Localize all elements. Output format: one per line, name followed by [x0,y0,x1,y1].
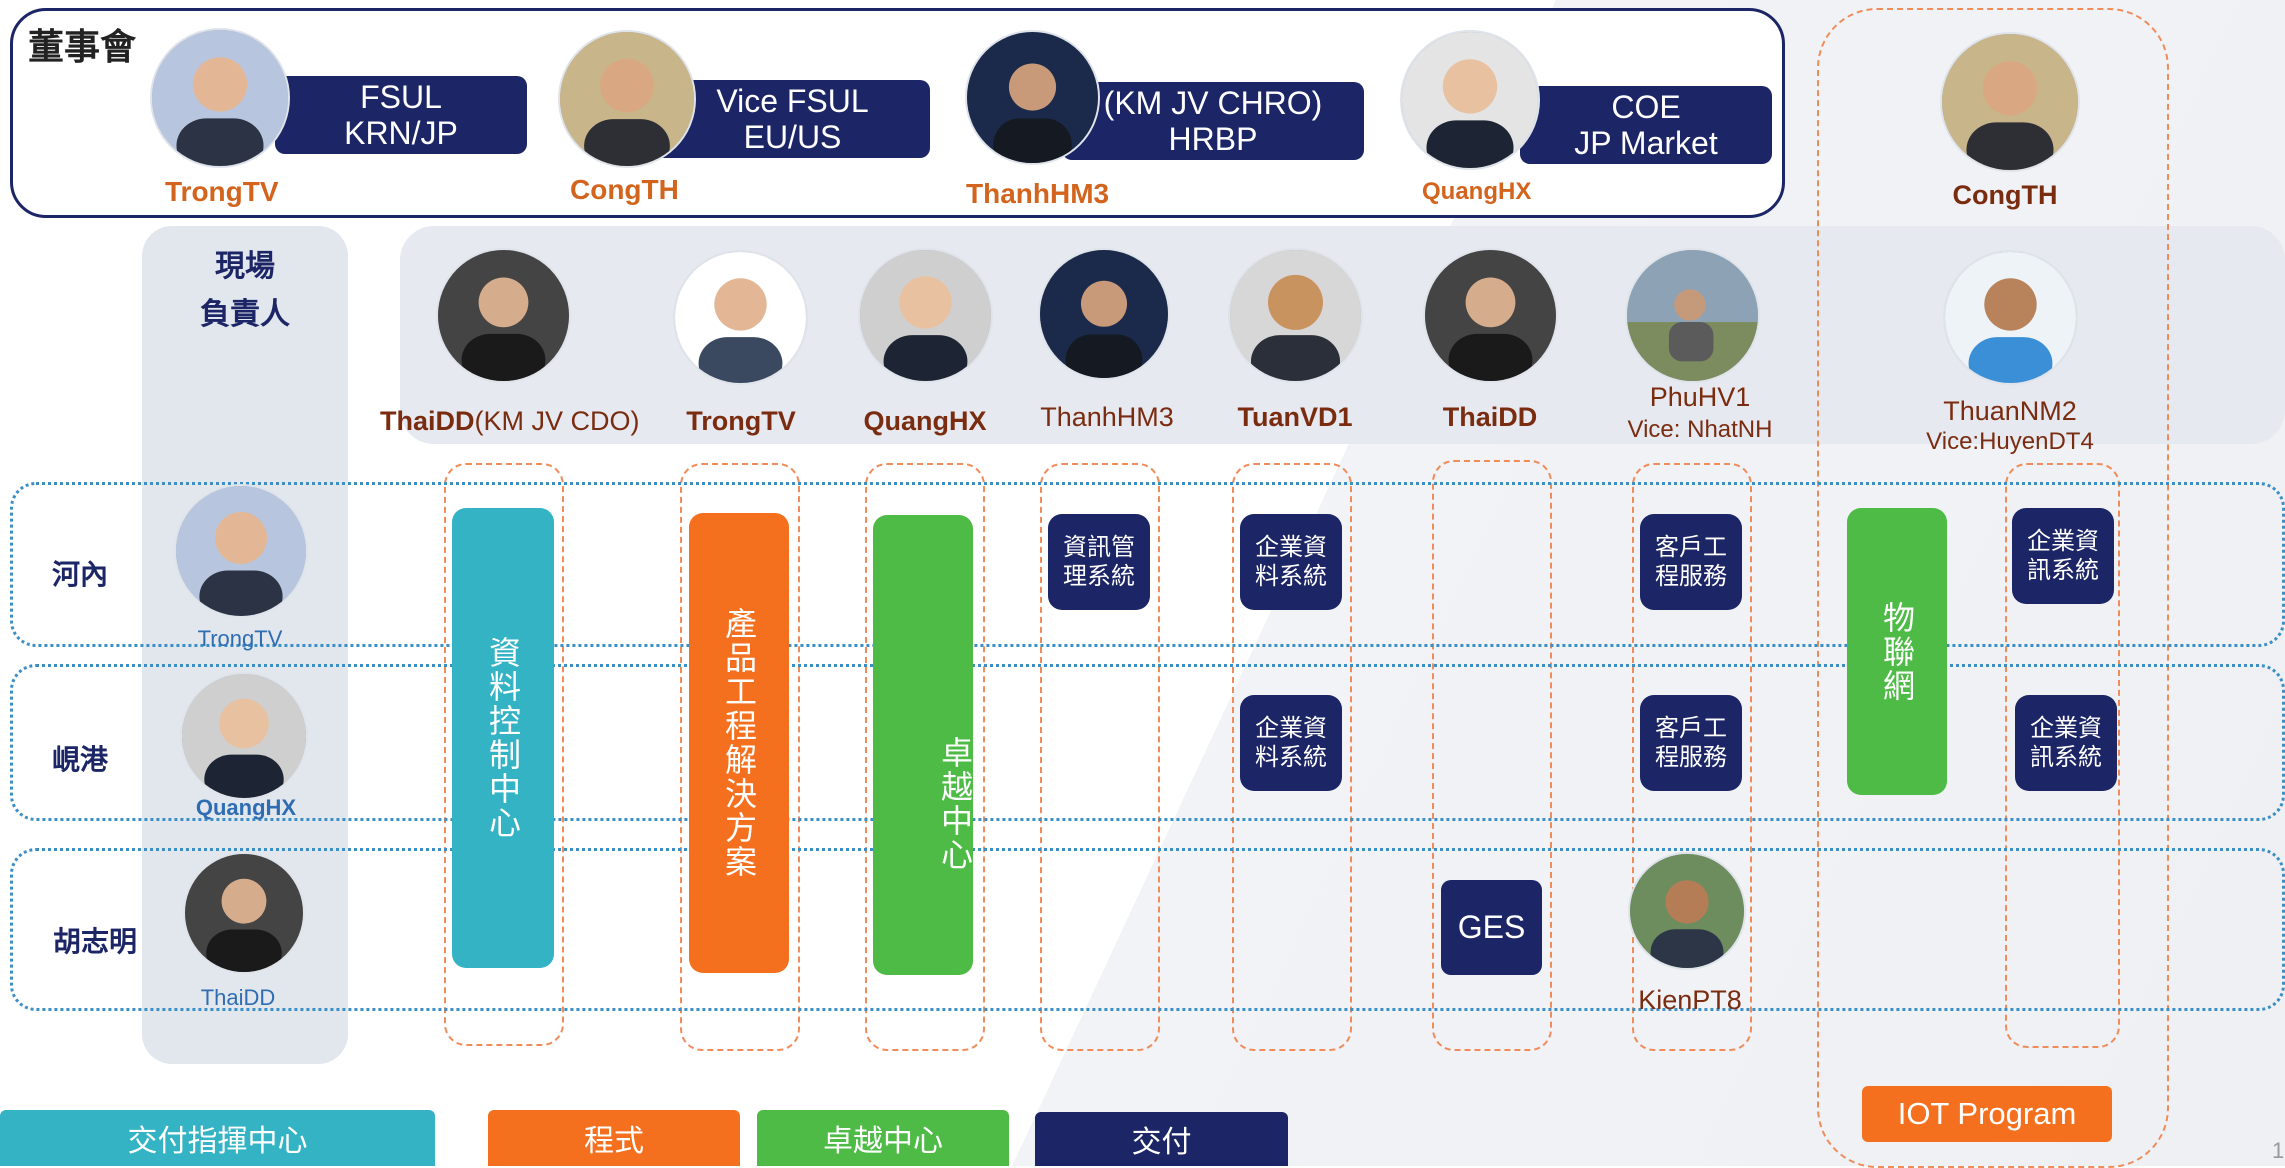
box-cs-danang: 客戶工程服務 [1640,695,1742,791]
iot-program-label: IOT Program [1862,1086,2112,1142]
column-outline-mis [1040,463,1160,1051]
box-erp-hanoi-tuanvd1: 企業資料系統 [1240,514,1342,610]
avatar-row-danang-quanghx [180,672,308,800]
row-label-danang: 峴港 [51,743,108,776]
row-outline-hanoi [10,482,2285,647]
box-erp-hanoi-thuannm2: 企業資訊系統 [2012,508,2114,604]
row-lead-danang: QuangHX [195,795,297,820]
bar-excellence-center: 卓越中心 [873,515,974,975]
leader-name-quanghx: QuangHX [863,406,987,436]
role-line2: JP Market [1574,125,1718,161]
role-line2: HRBP [1168,121,1258,157]
column-outline-product [680,463,800,1051]
avatar-thaidd-cdo [436,248,571,383]
legend-delivery: 交付 [1035,1112,1288,1166]
legend-program: 程式 [488,1110,740,1166]
legend-excellence: 卓越中心 [757,1110,1009,1166]
leader-name-suffix: (KM JV CDO) [474,406,640,436]
role-line1: FSUL [360,79,442,115]
row-label-hcm: 胡志明 [52,925,137,958]
leader-name-thanhhm3: ThanhHM3 [1040,402,1174,432]
role-line1: COE [1611,89,1681,125]
row-lead-hanoi: TrongTV [197,626,283,651]
column-outline-thuannm2 [2005,463,2120,1048]
avatar-kienpt8 [1628,852,1746,970]
bar-iot: 物聯網 [1847,508,1947,795]
role-line2: EU/US [743,119,842,155]
avatar-phuhv1 [1625,248,1760,383]
leader-name-thuannm2: ThuanNM2 [1943,396,2077,426]
row-outline-danang [10,664,2285,821]
avatar-tuanvd1 [1228,248,1363,383]
legend-delivery-command: 交付指揮中心 [0,1110,435,1166]
hcm-extra-name: KienPT8 [1638,985,1742,1015]
leader-vice-thuannm2: Vice:HuyenDT4 [1926,428,2094,455]
leader-name-phuhv1: PhuHV1 [1649,382,1751,412]
site-lead-line2: 負責人 [200,297,290,332]
leader-vice-phuhv1: Vice: NhatNH [1627,416,1773,443]
site-lead-title: 現場 負責人 [142,243,348,339]
board-name-trongtv: TrongTV [165,176,279,207]
leader-name-bold: ThaiDD [380,406,475,436]
column-outline-excellence [865,463,985,1051]
row-outline-hcm [10,848,2285,1011]
avatar-thanhhm3-board [965,30,1100,165]
avatar-thuannm2 [1943,250,2078,385]
avatar-congth-board [558,30,696,168]
row-lead-hcm: ThaiDD [200,985,276,1010]
box-cs-hanoi: 客戶工程服務 [1640,514,1742,610]
page-number: 1 [2272,1138,2285,1163]
avatar-trongtv [673,250,808,385]
leader-name-trongtv: TrongTV [686,406,796,436]
board-role-coe: COE JP Market [1520,86,1772,164]
box-erp-danang-tuanvd1: 企業資料系統 [1240,695,1342,791]
avatar-row-hcm-thaidd [183,852,305,974]
role-line1: (KM JV CHRO) [1103,85,1323,121]
board-name-thanhhm3: ThanhHM3 [966,178,1110,209]
role-line1: Vice FSUL [716,83,869,119]
leader-name-thaidd: ThaiDD [1442,402,1538,432]
iot-head-name: CongTH [1952,180,2058,210]
leader-name-tuanvd1: TuanVD1 [1237,402,1353,432]
board-role-chro: (KM JV CHRO) HRBP [1062,82,1364,160]
avatar-thanhhm3 [1038,248,1170,380]
avatar-quanghx-board [1400,30,1540,170]
avatar-congth-iot [1940,32,2080,172]
column-outline-data-control [444,463,564,1046]
role-line2: KRN/JP [344,115,458,151]
avatar-quanghx [858,248,993,383]
site-lead-line1: 現場 [215,249,275,284]
board-name-congth: CongTH [570,174,679,205]
column-outline-thaidd [1432,460,1552,1051]
avatar-trongtv-board [150,28,290,168]
box-ges: GES [1441,880,1542,975]
avatar-row-hanoi-trongtv [174,484,308,618]
board-role-vice-fsul: Vice FSUL EU/US [655,80,930,158]
row-label-hanoi: 河內 [51,558,108,591]
bar-product-engineering: 產品工程解決方案 [689,513,789,973]
bar-data-control-center: 資料控制中心 [452,508,554,968]
column-outline-tuanvd1 [1232,463,1352,1051]
box-mis-hanoi: 資訊管理系統 [1048,514,1150,610]
leader-name-thaidd-cdo: ThaiDD(KM JV CDO) [380,406,640,437]
board-name-quanghx: QuangHX [1422,178,1532,205]
avatar-thaidd [1423,248,1558,383]
board-title: 董事會 [28,27,137,68]
column-outline-phuhv1 [1632,463,1752,1051]
board-role-fsul: FSUL KRN/JP [275,76,527,154]
box-erp-danang-thuannm2: 企業資訊系統 [2015,695,2117,791]
